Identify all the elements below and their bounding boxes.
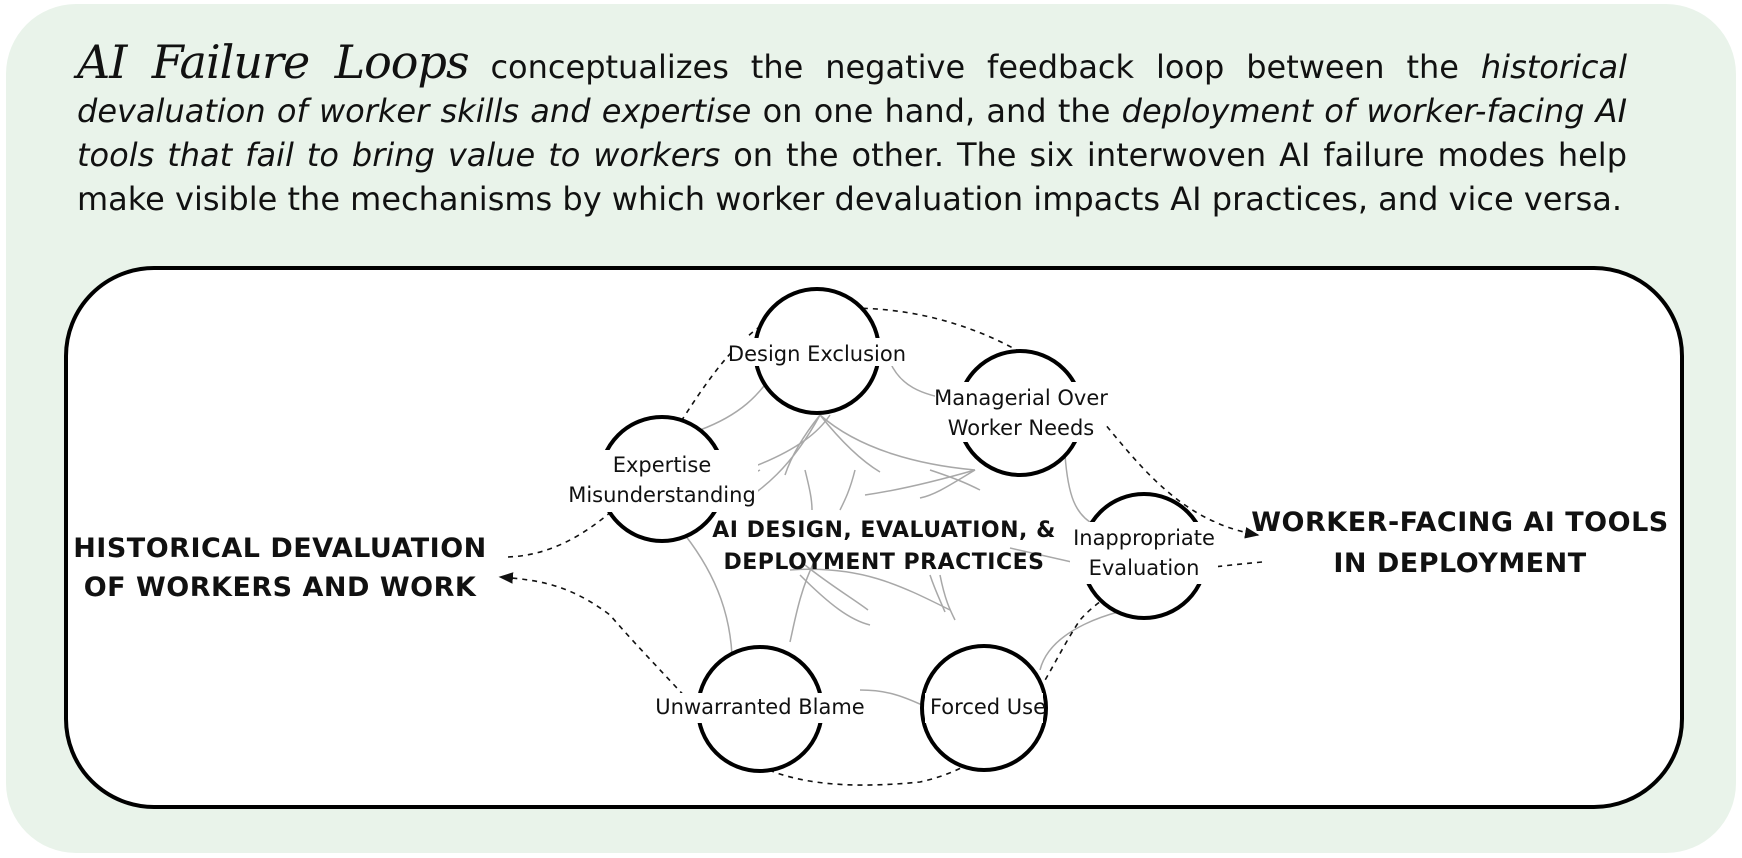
- node-label-blame: Unwarranted Blame: [655, 695, 864, 719]
- intro-text-3: on the other. The six interwoven AI fail…: [77, 136, 1628, 218]
- right-label-line-2: IN DEPLOYMENT: [1333, 548, 1586, 579]
- intro-emphasis-1: historical devaluation of worker skills …: [77, 48, 1627, 130]
- intro-emphasis-2: deployment of worker-facing AI tools tha…: [77, 92, 1628, 174]
- node-label-forced: Forced Use: [930, 695, 1046, 719]
- intro-paragraph: AI Failure Loops conceptualizes the nega…: [77, 39, 1628, 221]
- center-label-line-2: DEPLOYMENT PRACTICES: [724, 550, 1045, 575]
- intro-text-2: on one hand, and the: [751, 92, 1122, 130]
- interconnection-lines: [684, 361, 1156, 706]
- left-label-line-2: OF WORKERS AND WORK: [84, 572, 477, 603]
- node-label-inappropriate-line-1: Inappropriate: [1073, 526, 1215, 550]
- node-label-managerial-line-2: Worker Needs: [948, 416, 1094, 440]
- node-label-expertise-line-2: Misunderstanding: [568, 483, 756, 507]
- brand-title: AI Failure Loops: [77, 35, 470, 89]
- node-label-inappropriate-line-2: Evaluation: [1089, 556, 1200, 580]
- center-label-line-1: AI DESIGN, EVALUATION, &: [712, 518, 1056, 543]
- node-label-design-exclusion: Design Exclusion: [728, 342, 906, 366]
- intro-text-1: conceptualizes the negative feedback loo…: [468, 48, 1481, 86]
- node-label-managerial-line-1: Managerial Over: [934, 386, 1108, 410]
- left-label-line-1: HISTORICAL DEVALUATION: [73, 533, 487, 564]
- node-label-expertise-line-1: Expertise: [613, 453, 712, 477]
- right-label-line-1: WORKER-FACING AI TOOLS: [1251, 507, 1668, 538]
